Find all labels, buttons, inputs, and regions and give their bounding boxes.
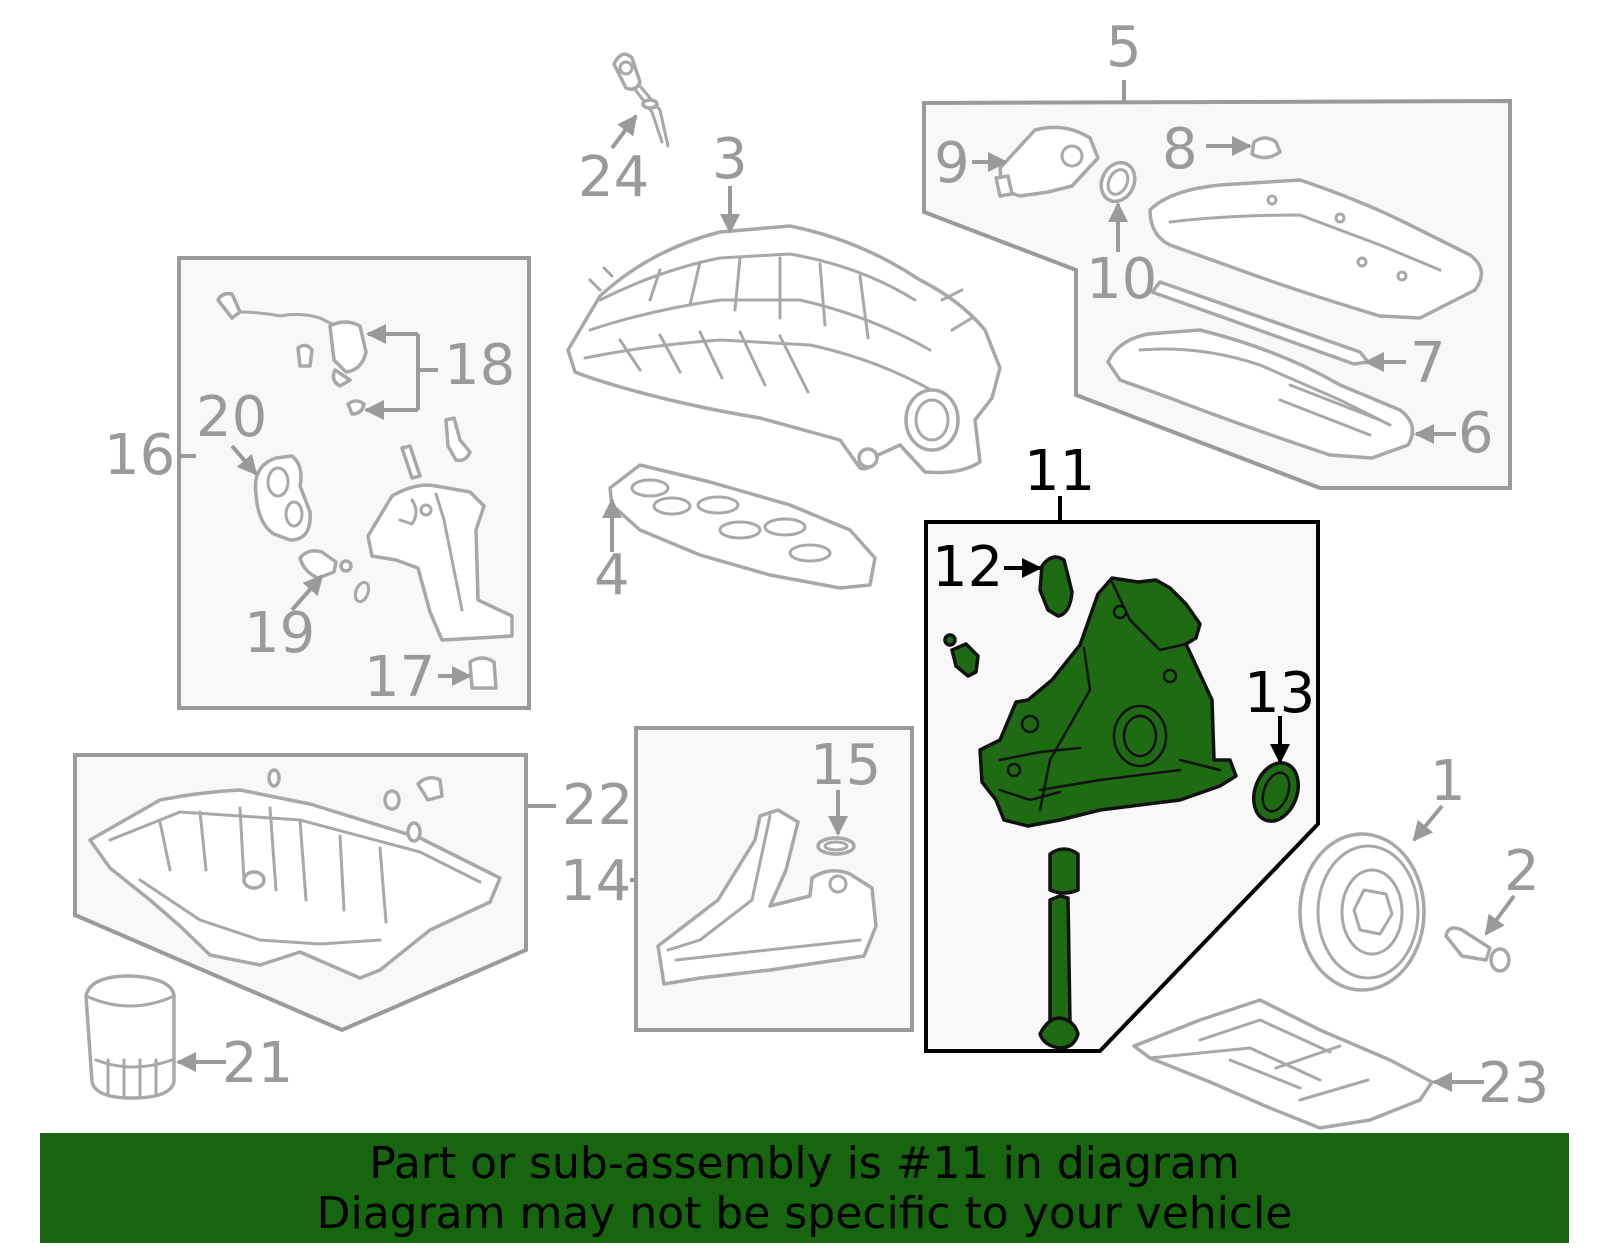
callout-8[interactable]: 8 (1162, 117, 1198, 182)
leader-lines (176, 80, 1516, 1092)
banner-line-1: Part or sub-assembly is #11 in diagram (369, 1138, 1240, 1189)
part-6-rear-cover[interactable] (1106, 328, 1415, 460)
callout-1[interactable]: 1 (1430, 749, 1466, 814)
part-17-cap[interactable] (468, 656, 498, 690)
part-2-pulley-bolt[interactable] (1444, 926, 1511, 973)
callout-19[interactable]: 19 (244, 601, 315, 666)
part-9-valve[interactable] (994, 125, 1100, 198)
callout-24[interactable]: 24 (578, 145, 649, 210)
part-11-bolt[interactable] (1038, 894, 1080, 1050)
part-22-oil-pan[interactable] (88, 768, 502, 980)
callout-7[interactable]: 7 (1410, 331, 1446, 396)
callout-10[interactable]: 10 (1086, 247, 1157, 312)
part-12-seal[interactable] (1038, 555, 1074, 618)
callout-12[interactable]: 12 (932, 535, 1003, 600)
part-7-cover-gasket[interactable] (1150, 280, 1370, 366)
callout-23[interactable]: 23 (1478, 1051, 1549, 1116)
callout-4[interactable]: 4 (594, 543, 630, 608)
box-part-5 (922, 98, 1512, 490)
callout-21[interactable]: 21 (222, 1031, 293, 1096)
part-24-dipstick[interactable] (612, 52, 670, 148)
callout-14[interactable]: 14 (560, 849, 631, 914)
part-11-sensor[interactable] (943, 633, 980, 678)
part-19-plug[interactable] (298, 549, 353, 580)
callout-13[interactable]: 13 (1244, 661, 1315, 726)
callout-16[interactable]: 16 (104, 423, 175, 488)
part-3-intake-manifold[interactable] (566, 224, 1002, 475)
callout-18[interactable]: 18 (444, 333, 515, 398)
callout-20[interactable]: 20 (196, 385, 267, 450)
part-5-head-cover[interactable] (1148, 178, 1484, 320)
callout-2[interactable]: 2 (1504, 839, 1540, 904)
part-14-strainer[interactable] (656, 808, 878, 986)
part-8-grommet[interactable] (1250, 136, 1282, 160)
part-18-sensor-assembly[interactable] (216, 291, 368, 416)
part-10-seal[interactable] (1095, 157, 1141, 207)
callout-9[interactable]: 9 (934, 131, 970, 196)
part-4-manifold-gasket[interactable] (608, 463, 877, 590)
part-1-crank-pulley[interactable] (1298, 832, 1426, 992)
part-15-o-ring[interactable] (816, 836, 856, 856)
callout-17[interactable]: 17 (364, 645, 435, 710)
part-20-gasket[interactable] (253, 454, 312, 542)
part-11-oil-pump-assembly[interactable] (978, 576, 1238, 828)
callout-11[interactable]: 11 (1024, 439, 1095, 504)
callout-5[interactable]: 5 (1106, 15, 1142, 80)
callout-labels: 5 24 3 9 8 10 7 6 16 18 20 19 17 4 11 12… (104, 15, 1549, 1116)
part-21-oil-filter[interactable] (84, 974, 176, 1100)
callout-15[interactable]: 15 (810, 733, 881, 798)
info-banner: Part or sub-assembly is #11 in diagram D… (40, 1133, 1569, 1243)
part-16-water-housing[interactable] (353, 416, 514, 642)
banner-line-2: Diagram may not be specific to your vehi… (316, 1188, 1293, 1239)
callout-6[interactable]: 6 (1458, 401, 1494, 466)
part-11-dowel[interactable] (1048, 847, 1080, 895)
callout-3[interactable]: 3 (712, 127, 748, 192)
callout-22[interactable]: 22 (562, 773, 633, 838)
part-23-baffle-plate[interactable] (1132, 998, 1434, 1130)
